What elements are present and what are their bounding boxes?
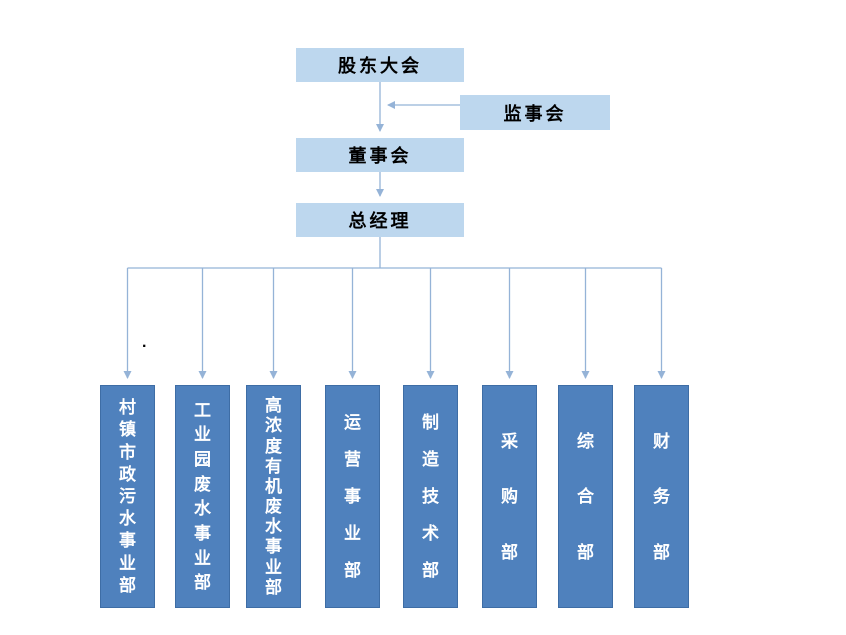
box-board-of-directors: 董事会 — [296, 138, 464, 172]
box-shareholders-meeting: 股东大会 — [296, 48, 464, 82]
dept-box-village-municipal-sewage: 村镇市政污水事业部 — [100, 385, 155, 608]
dept-box-operations: 运营事业部 — [325, 385, 380, 608]
dept-box-procurement: 采购部 — [482, 385, 537, 608]
dept-box-industrial-park-wastewater: 工业园废水事业部 — [175, 385, 230, 608]
box-supervisory-board: 监事会 — [460, 95, 610, 130]
dept-box-high-concentration-organic-wastewater: 高浓度有机废水事业部 — [246, 385, 301, 608]
dept-box-manufacturing-technology: 制造技术部 — [403, 385, 458, 608]
dept-box-finance: 财务部 — [634, 385, 689, 608]
stray-dot: . — [142, 334, 147, 351]
box-general-manager: 总经理 — [296, 203, 464, 237]
dept-box-general-affairs: 综合部 — [558, 385, 613, 608]
